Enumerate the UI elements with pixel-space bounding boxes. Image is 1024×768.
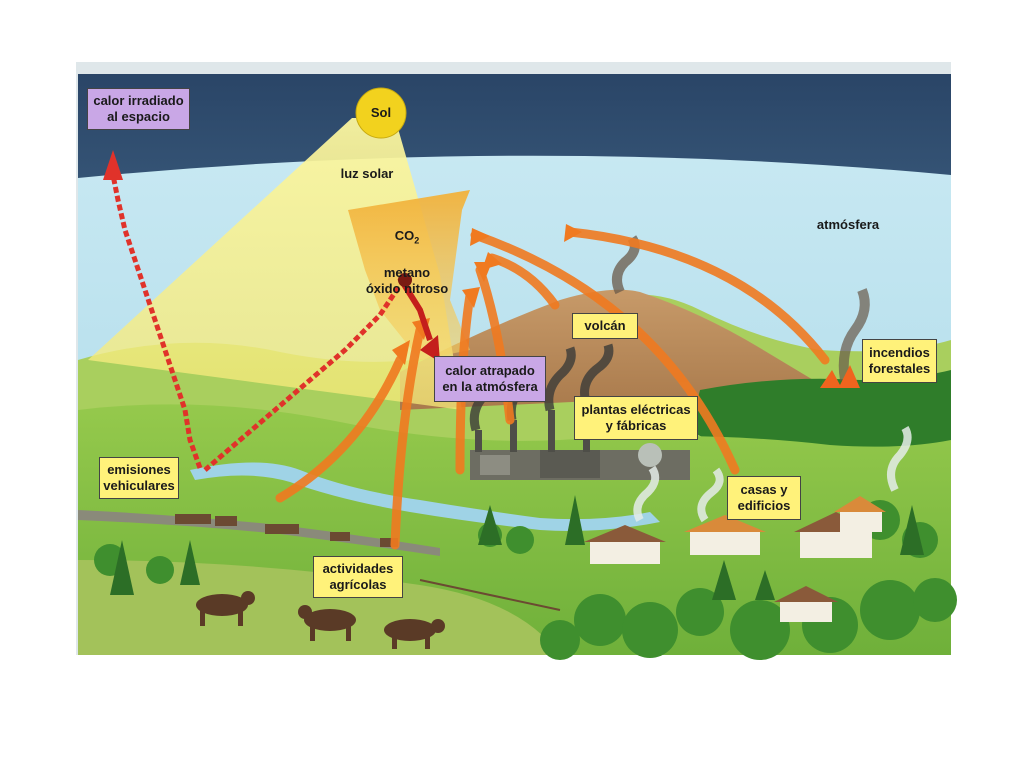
heat-waves bbox=[103, 150, 440, 472]
chimney-smoke bbox=[633, 425, 912, 523]
fence bbox=[419, 579, 561, 611]
heat-trapped-label: calor atrapado en la atmósfera bbox=[434, 356, 546, 402]
heat-radiated-label: calor irradiado al espacio bbox=[87, 88, 190, 130]
volcano-label: volcán bbox=[572, 313, 638, 339]
agriculture-label: actividades agrícolas bbox=[313, 556, 403, 598]
atmosphere-label: atmósfera bbox=[816, 217, 880, 232]
road bbox=[78, 510, 440, 556]
houses bbox=[584, 496, 886, 622]
sun bbox=[355, 87, 407, 139]
vehicle-emissions-label: emisiones vehiculares bbox=[99, 457, 179, 499]
homes-label: casas y edificios bbox=[727, 476, 801, 520]
conifer-trees bbox=[110, 495, 924, 600]
greenhouse-gases-label: CO2 metano óxido nitroso bbox=[352, 212, 462, 297]
vehicles bbox=[175, 514, 398, 547]
sunlight-label: luz solar bbox=[340, 166, 394, 181]
power-plants-label: plantas eléctricas y fábricas bbox=[574, 396, 698, 440]
gas-others: metano óxido nitroso bbox=[365, 264, 449, 296]
cows bbox=[196, 591, 445, 649]
forest-fires-label: incendios forestales bbox=[862, 339, 937, 383]
sun-label: Sol bbox=[370, 105, 392, 120]
gas-co2: CO2 bbox=[394, 228, 420, 246]
forest-fire bbox=[820, 288, 870, 388]
sunlight-beam bbox=[88, 118, 462, 410]
